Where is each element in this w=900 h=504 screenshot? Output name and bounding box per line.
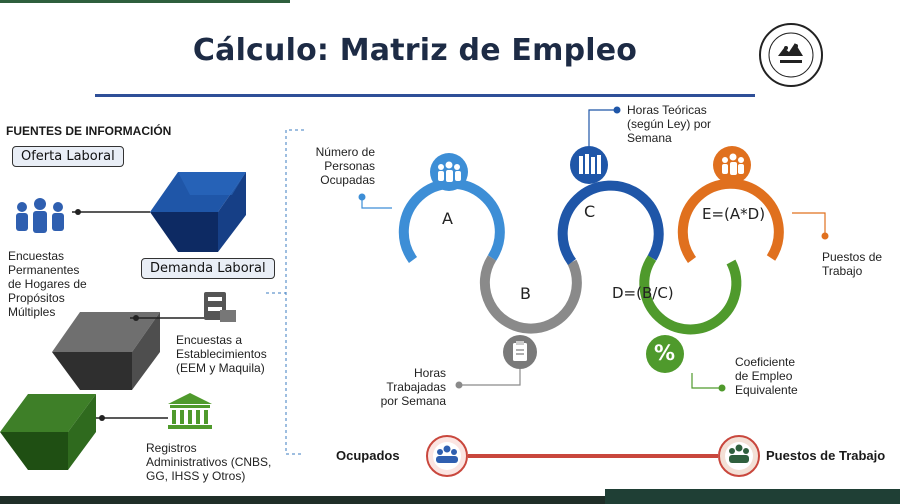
arc-c xyxy=(557,180,664,265)
top-accent-bar xyxy=(0,0,290,3)
sources-heading: FUENTES DE INFORMACIÓN xyxy=(6,124,172,138)
page-title: Cálculo: Matriz de Empleo xyxy=(192,33,638,68)
seal-logo xyxy=(759,23,823,87)
arc-e xyxy=(677,178,784,263)
family-icon xyxy=(718,435,760,477)
label-b: B xyxy=(520,284,531,303)
oferta-laboral-label: Oferta Laboral xyxy=(12,146,124,167)
grey-cube xyxy=(52,312,160,390)
people-group-icon xyxy=(426,435,468,477)
blue-cube xyxy=(150,172,246,252)
people-group-icon xyxy=(16,198,64,233)
label-e: E=(A*D) xyxy=(702,205,766,223)
people-group-icon xyxy=(430,153,468,191)
arc-b xyxy=(479,255,582,334)
label-a: A xyxy=(442,209,453,228)
percent-symbol: % xyxy=(654,341,676,365)
ocupados-label: Ocupados xyxy=(336,448,400,463)
label-d: D=(B/C) xyxy=(612,284,674,302)
green-cube xyxy=(0,394,96,470)
puestos-de-trabajo-label: Puestos de Trabajo xyxy=(766,448,886,463)
arc-d xyxy=(639,255,742,335)
family-icon xyxy=(713,146,751,184)
bottom-bar xyxy=(0,496,900,504)
title-divider xyxy=(95,94,755,97)
label-c: C xyxy=(584,202,596,221)
sources-bracket xyxy=(285,129,304,455)
clipboard-icon xyxy=(503,335,537,369)
books-icon xyxy=(570,146,608,184)
building-icon xyxy=(168,393,212,429)
bottom-right-bar xyxy=(605,489,900,504)
file-cabinet-icon xyxy=(204,292,236,322)
demanda-laboral-label: Demanda Laboral xyxy=(141,258,275,279)
percent-icon xyxy=(646,335,684,373)
